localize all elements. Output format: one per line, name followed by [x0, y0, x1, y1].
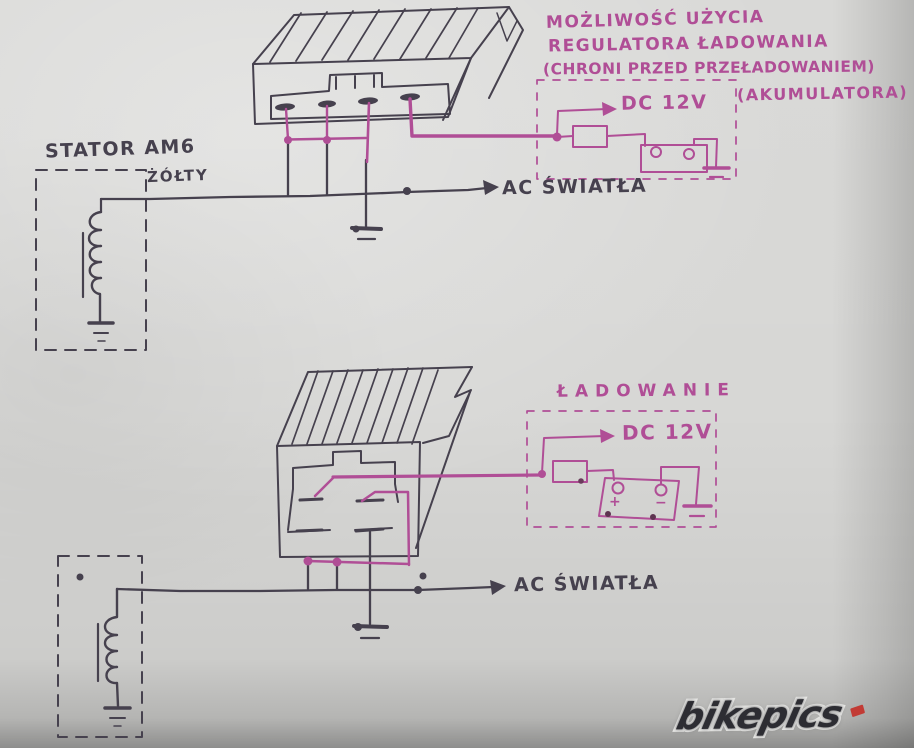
- ac-output-label-1: AC ŚWIATŁA: [501, 174, 648, 200]
- junction-dot: [332, 557, 342, 567]
- junction-dot: [414, 586, 422, 594]
- junction-dot: [284, 136, 292, 144]
- charging-title: ŁADOWANIE: [556, 380, 737, 402]
- ac-output-label-2: AC ŚWIATŁA: [513, 571, 660, 597]
- connector-1: [270, 72, 451, 120]
- wire-color-label: ŻÓŁTY: [146, 165, 210, 187]
- regulator-box-1: [252, 6, 524, 125]
- ac-arrowhead-1: [483, 180, 499, 195]
- junction-dot: [403, 187, 411, 195]
- stator-1: [35, 169, 147, 351]
- ground-symbol-charge-2: [682, 504, 713, 518]
- dc-output-label-2: DC 12V: [621, 419, 713, 445]
- dc-output-label-1: DC 12V: [620, 91, 708, 115]
- charging-circuit-1: [536, 79, 737, 180]
- regulator-box-2: [76, 366, 473, 581]
- note-line-3: (CHRONI PRZED PRZEŁADOWANIEM): [542, 57, 875, 79]
- battery-minus-label: −: [655, 495, 667, 511]
- wires-pink-2: [303, 473, 542, 567]
- ac-line-2: [115, 585, 495, 593]
- wires-black-2: [115, 530, 506, 640]
- ac-arrowhead-2: [490, 580, 506, 595]
- fuse-symbol-1: [572, 125, 608, 148]
- charging-circuit-2: [526, 410, 717, 528]
- ac-line-1: [99, 186, 489, 201]
- battery-plus-label: +: [609, 494, 621, 510]
- ground-symbol-stator-1: [87, 321, 115, 342]
- junction-dot: [303, 556, 313, 566]
- cooling-fins-2: [291, 367, 439, 445]
- ground-symbol-charge-1: [702, 166, 731, 179]
- dc-arrowhead-1: [602, 102, 617, 116]
- dc-arrow-2: [541, 435, 606, 474]
- stator-2: [57, 555, 143, 738]
- junction-dot: [323, 136, 331, 144]
- connector-pins-1: [275, 93, 420, 111]
- ground-symbol-2: [352, 623, 389, 640]
- coil-symbol-2: [103, 587, 120, 708]
- dc-arrow-1: [556, 108, 608, 136]
- ground-symbol-stator-2: [103, 706, 132, 727]
- bikepics-watermark: bikepics: [670, 690, 866, 741]
- dc-arrowhead-2: [600, 429, 615, 443]
- battery-symbol-2: [598, 477, 680, 521]
- bikepics-watermark-text: bikepics: [670, 690, 848, 741]
- note-line-4: (AKUMULATORA): [736, 82, 909, 105]
- ground-symbol-1: [350, 225, 383, 241]
- battery-symbol-1: [640, 144, 708, 173]
- coil-symbol-1: [87, 210, 103, 324]
- wires-pink-1: [284, 97, 562, 164]
- wires-black-1: [99, 142, 499, 241]
- cooling-fins-1: [269, 7, 479, 63]
